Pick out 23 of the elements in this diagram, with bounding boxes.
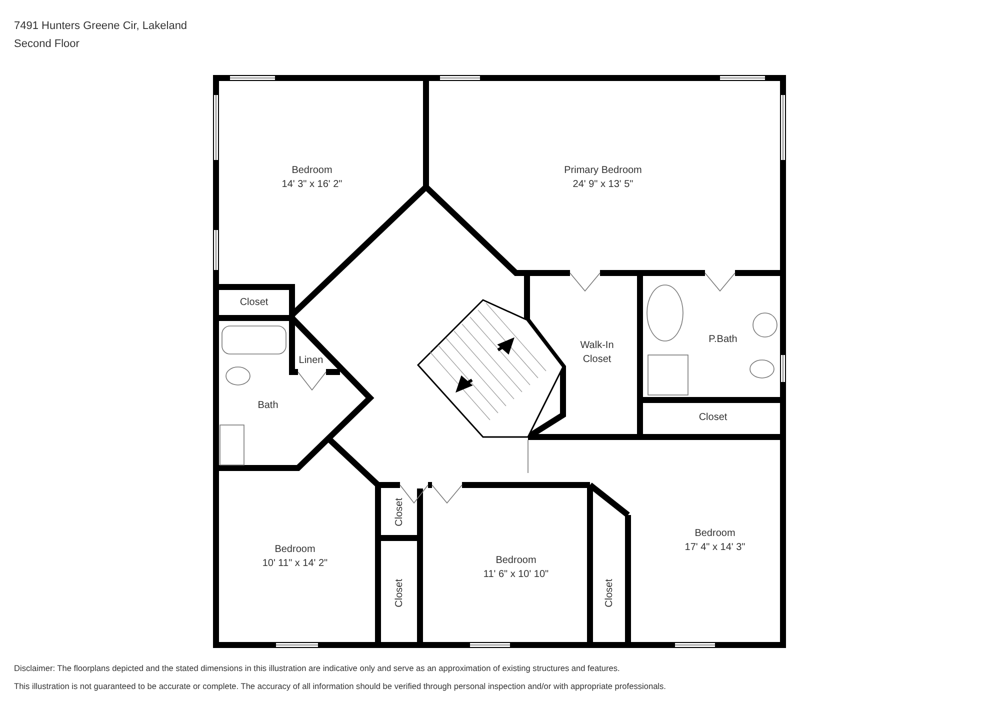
- room-name: Bath: [258, 399, 278, 413]
- room-name: Bedroom: [292, 164, 332, 178]
- room-name: Closet: [393, 498, 406, 526]
- disclaimer-text: This illustration is not guaranteed to be accurate or complete. The accuracy of all information should be verified through personal inspection and/or with appropriate professionals.: [14, 681, 666, 691]
- address-title: 7491 Hunters Greene Cir, Lakeland: [14, 20, 188, 32]
- disclaimer-text: Disclaimer: The floorplans depicted and the stated dimensions in this illustration are indicative only and serve as an approximation of existing structures and features.: [14, 663, 620, 673]
- room-name: Linen: [298, 354, 324, 368]
- room-dimensions: 10' 11" x 14' 2": [262, 557, 328, 571]
- room-name: Closet: [240, 296, 268, 310]
- room-dimensions: 24' 9" x 13' 5": [572, 178, 634, 192]
- room-name: P.Bath: [708, 333, 738, 347]
- room-name: Walk-In Closet: [579, 339, 615, 367]
- room-dimensions: 11' 6" x 10' 10": [483, 568, 549, 582]
- room-dimensions: 14' 3" x 16' 2": [282, 178, 342, 192]
- room-name: Bedroom: [694, 527, 736, 541]
- room-name: Closet: [393, 578, 406, 608]
- floor-name: Second Floor: [14, 38, 80, 50]
- room-name: Primary Bedroom: [564, 164, 642, 178]
- room-dimensions: 17' 4" x 14' 3": [684, 541, 746, 555]
- room-name: Bedroom: [274, 543, 316, 557]
- room-name: Bedroom: [496, 554, 536, 568]
- room-name: Closet: [603, 578, 616, 608]
- room-name: Closet: [698, 411, 728, 425]
